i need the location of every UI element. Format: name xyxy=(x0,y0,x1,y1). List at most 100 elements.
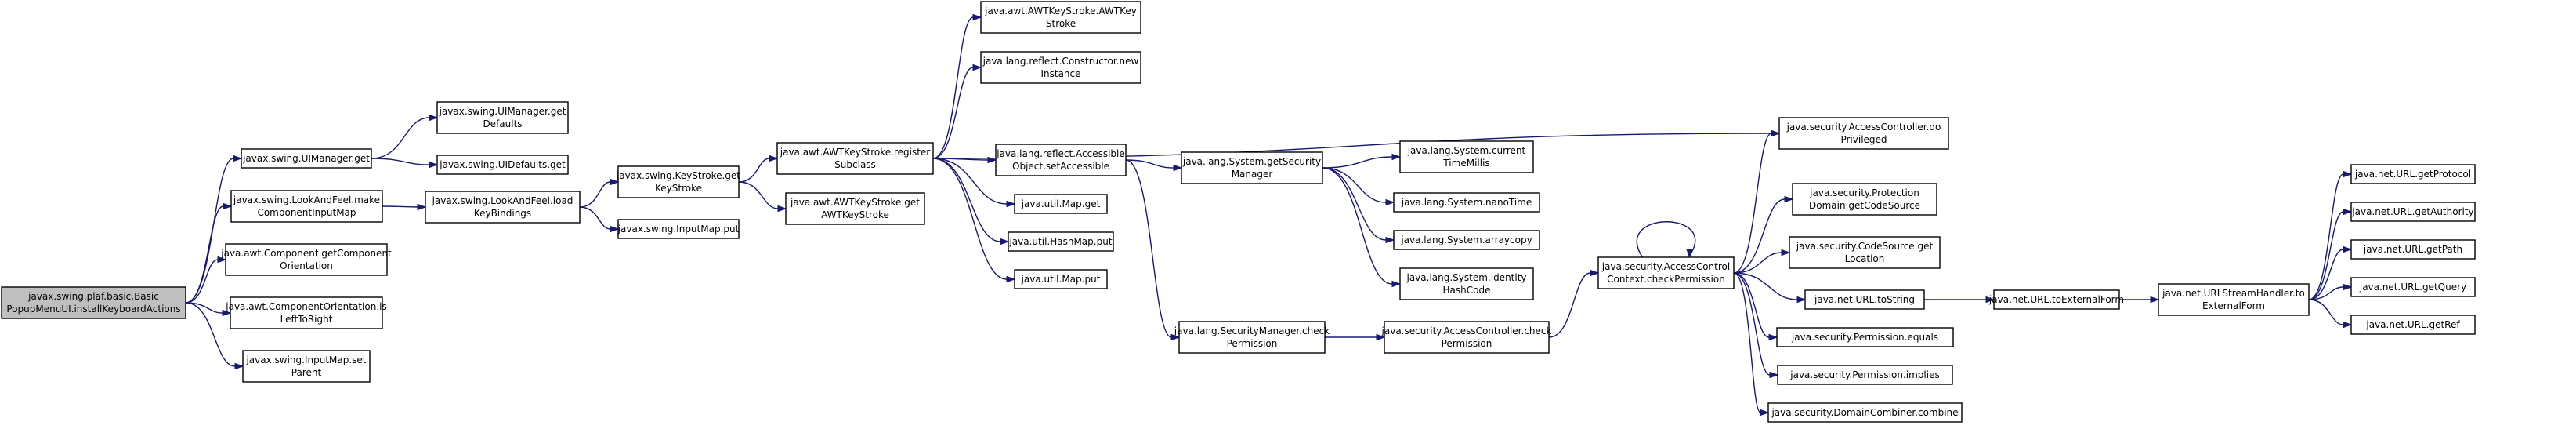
node-uimanager-get[interactable]: javax.swing.UIManager.get xyxy=(241,148,372,169)
node-box xyxy=(230,296,383,329)
arrowhead-icon xyxy=(2343,283,2353,291)
node-label: java.lang.System.identity xyxy=(1406,272,1526,283)
node-accesscontroller-doprivileged[interactable]: java.security.AccessController.doPrivile… xyxy=(1778,117,1949,150)
node-uidefaults-get[interactable]: javax.swing.UIDefaults.get xyxy=(436,155,569,175)
node-hashmap-put[interactable]: java.util.HashMap.put xyxy=(1008,231,1114,252)
edge-line xyxy=(382,205,418,208)
node-accesscontroller-checkpermission[interactable]: java.security.AccessController.checkPerm… xyxy=(1381,321,1552,354)
arrowhead-icon xyxy=(1796,296,1807,304)
node-url-toexternalform[interactable]: java.net.URL.toExternalForm xyxy=(1988,289,2124,310)
node-box xyxy=(2350,239,2476,260)
node-label: java.net.URL.getPath xyxy=(2363,244,2462,255)
node-label: javax.swing.InputMap.put xyxy=(617,224,740,235)
node-system-nanotime[interactable]: java.lang.System.nanoTime xyxy=(1393,192,1540,213)
node-root[interactable]: javax.swing.plaf.basic.BasicPopupMenuUI.… xyxy=(1,286,186,319)
node-label: java.awt.ComponentOrientation.is xyxy=(225,301,386,312)
node-label: TimeMillis xyxy=(1442,158,1489,169)
edge-line xyxy=(1733,272,1770,338)
edge-line xyxy=(579,181,611,208)
node-map-put[interactable]: java.util.Map.put xyxy=(1014,269,1108,289)
edge-line xyxy=(1636,221,1696,258)
node-label: Object.setAccessible xyxy=(1012,161,1109,172)
edge-line xyxy=(185,302,223,314)
node-domaincombiner-combine[interactable]: java.security.DomainCombiner.combine xyxy=(1767,402,1963,423)
node-label: java.security.AccessController.check xyxy=(1381,325,1552,336)
node-url-getprotocol[interactable]: java.net.URL.getProtocol xyxy=(2350,164,2476,184)
node-box xyxy=(1993,289,2120,310)
edge-awtkeystroke-registersubclass-to-accessible-setaccessible xyxy=(932,156,997,164)
node-inputmap-put[interactable]: javax.swing.InputMap.put xyxy=(617,219,740,239)
edge-root-to-uimanager-get xyxy=(185,155,243,304)
node-orientation-isltr[interactable]: java.awt.ComponentOrientation.isLeftToRi… xyxy=(225,296,387,329)
edge-url-toexternalform-to-urlstreamhandler-toexternalform xyxy=(2119,296,2160,304)
node-securitymanager-checkpermission[interactable]: java.lang.SecurityManager.checkPermissio… xyxy=(1174,321,1330,354)
node-label: Privileged xyxy=(1840,134,1887,145)
node-url-tostring[interactable]: java.net.URL.toString xyxy=(1804,289,1925,310)
node-label: java.util.Map.put xyxy=(1021,274,1101,285)
node-url-getpath[interactable]: java.net.URL.getPath xyxy=(2350,239,2476,260)
node-label: HashCode xyxy=(1443,285,1491,296)
node-constructor-newinstance[interactable]: java.lang.reflect.Constructor.newInstanc… xyxy=(980,51,1141,84)
node-box xyxy=(617,165,740,198)
node-box xyxy=(1178,321,1326,354)
edge-awtkeystroke-registersubclass-to-map-get xyxy=(932,158,1016,208)
node-lookandfeel-makeinputmap[interactable]: javax.swing.LookAndFeel.makeComponentInp… xyxy=(230,190,383,223)
node-component-getorientation[interactable]: java.awt.Component.getComponentOrientati… xyxy=(220,243,392,276)
node-label: java.security.Permission.implies xyxy=(1789,369,1939,380)
node-label: Defaults xyxy=(483,118,522,129)
edge-line xyxy=(932,158,1008,205)
edge-line xyxy=(932,158,1008,280)
node-box xyxy=(1393,230,1540,250)
edge-awtkeystroke-registersubclass-to-map-put xyxy=(932,158,1016,283)
edge-uimanager-get-to-uidefaults-get xyxy=(371,158,439,169)
node-acc-checkpermission[interactable]: java.security.AccessControlContext.check… xyxy=(1597,256,1735,289)
node-system-arraycopy[interactable]: java.lang.System.arraycopy xyxy=(1393,230,1540,250)
edge-line xyxy=(1322,167,1387,203)
node-box xyxy=(436,155,569,175)
edge-line xyxy=(371,117,430,159)
node-label: ComponentInputMap xyxy=(257,207,356,218)
node-map-get[interactable]: java.util.Map.get xyxy=(1014,194,1108,214)
edge-line xyxy=(371,158,430,165)
node-permission-implies[interactable]: java.security.Permission.implies xyxy=(1777,365,1953,385)
node-awtkeystroke-ctor[interactable]: java.awt.AWTKeyStroke.AWTKeyStroke xyxy=(980,1,1141,34)
node-label: java.net.URL.getQuery xyxy=(2359,282,2466,293)
node-url-getref[interactable]: java.net.URL.getRef xyxy=(2350,315,2476,335)
edge-accessible-setaccessible-to-system-getsecuritymanager xyxy=(1125,159,1183,172)
arrowhead-icon xyxy=(223,202,233,210)
node-protectiondomain-getcodesource[interactable]: java.security.ProtectionDomain.getCodeSo… xyxy=(1792,183,1937,216)
arrowhead-icon xyxy=(1391,153,1402,161)
node-label: java.net.URLStreamHandler.to xyxy=(2162,288,2305,299)
arrowhead-icon xyxy=(972,13,982,21)
node-url-getquery[interactable]: java.net.URL.getQuery xyxy=(2350,277,2476,297)
edge-line xyxy=(738,181,779,209)
node-box xyxy=(242,350,371,383)
node-box xyxy=(1384,321,1550,354)
arrowhead-icon xyxy=(1391,280,1402,288)
node-box xyxy=(1792,183,1937,216)
node-urlstreamhandler-toexternalform[interactable]: java.net.URLStreamHandler.toExternalForm xyxy=(2158,283,2310,316)
node-label: Stroke xyxy=(1046,18,1076,29)
arrowhead-icon xyxy=(2343,321,2353,329)
edge-root-to-inputmap-setparent xyxy=(185,302,244,370)
edge-line xyxy=(185,158,234,304)
node-accessible-setaccessible[interactable]: java.lang.reflect.AccessibleObject.setAc… xyxy=(995,144,1127,176)
edge-lookandfeel-loadkeybindings-to-keystroke-getkeystroke xyxy=(579,178,620,208)
arrowhead-icon xyxy=(1006,200,1016,208)
edge-acc-checkpermission-to-permission-equals xyxy=(1733,272,1778,341)
node-url-getauthority[interactable]: java.net.URL.getAuthority xyxy=(2350,202,2476,222)
node-permission-equals[interactable]: java.security.Permission.equals xyxy=(1776,327,1954,347)
arrowhead-icon xyxy=(1170,333,1181,341)
node-label: Location xyxy=(1845,253,1885,264)
edge-line xyxy=(1733,198,1785,274)
